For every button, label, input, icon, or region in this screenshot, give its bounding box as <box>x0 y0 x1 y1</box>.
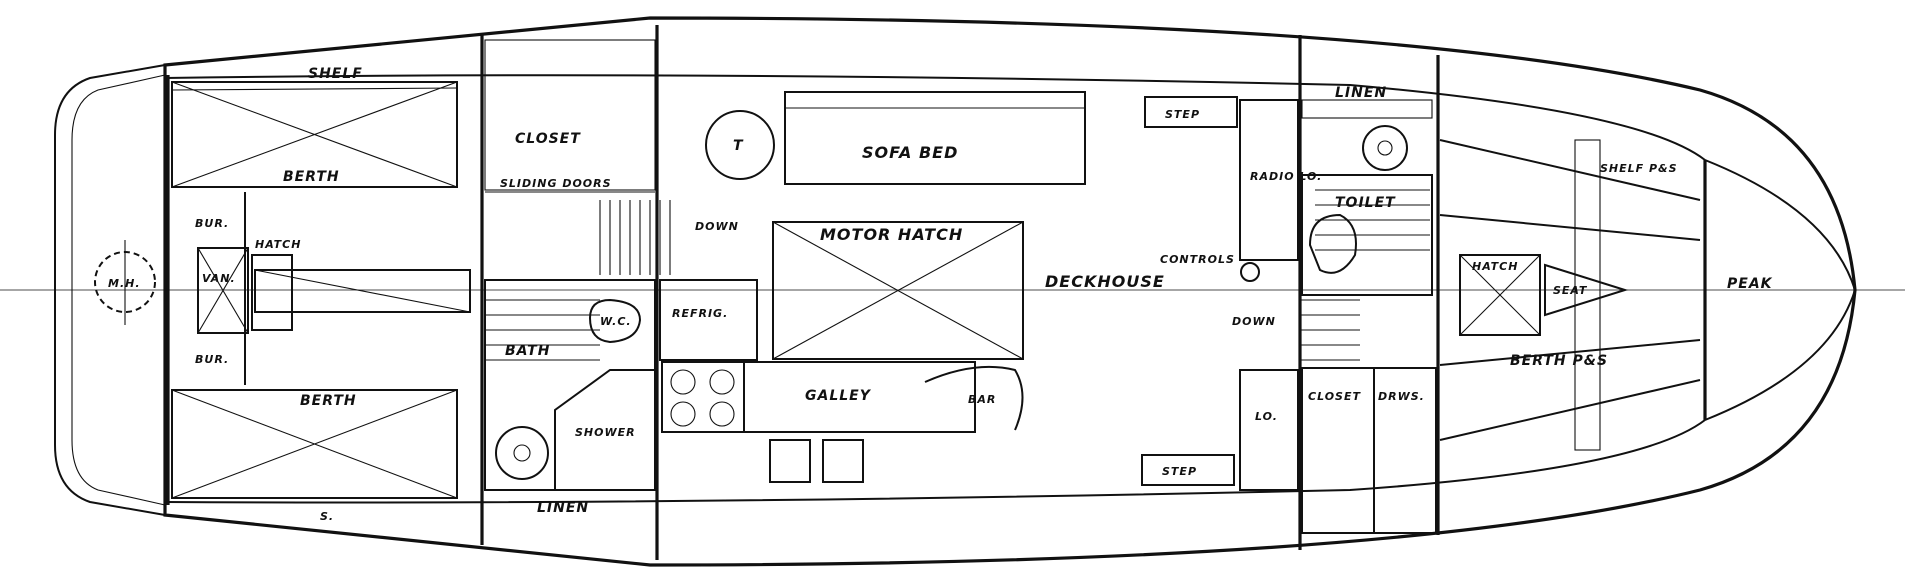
controls <box>1240 262 1260 282</box>
sofa-bed <box>784 91 1086 185</box>
table <box>705 110 775 180</box>
vanity-x2 <box>197 247 249 334</box>
label-berth-stbd: BERTH <box>300 393 357 409</box>
step-top <box>1144 96 1238 128</box>
hatch-fwd <box>1459 254 1541 336</box>
label-toilet: TOILET <box>1335 195 1396 211</box>
galley-sink-2 <box>822 439 864 483</box>
label-controls: CONTROLS <box>1160 253 1235 266</box>
label-refrig: REFRIG. <box>672 307 728 320</box>
inner-sheer-lower <box>164 419 1706 504</box>
transom-inner <box>71 74 166 506</box>
seat <box>1544 263 1629 317</box>
label-bur-bottom: BUR. <box>195 353 229 366</box>
burner-1 <box>670 369 696 395</box>
refrigerator <box>659 279 758 361</box>
aft-hatch-x <box>254 269 471 313</box>
label-step-bottom: STEP <box>1162 465 1197 478</box>
label-hatch-aft: HATCH <box>255 238 301 251</box>
label-van: VAN. <box>202 272 236 285</box>
galley-sink-1 <box>769 439 811 483</box>
stove <box>661 361 745 433</box>
toilet-sink <box>1362 125 1408 171</box>
transom <box>54 64 166 516</box>
berth-fwd-lower <box>1439 339 1701 441</box>
berth-port <box>171 81 458 188</box>
label-motor-hatch: MOTOR HATCH <box>820 225 963 244</box>
label-seat: SEAT <box>1553 284 1588 297</box>
hatch-aft <box>251 254 293 331</box>
wc-bowl <box>588 298 642 344</box>
label-sofa-bed: SOFA BED <box>862 143 958 162</box>
label-bur-top: BUR. <box>195 217 229 230</box>
berth-stbd <box>171 389 458 499</box>
label-down-aft: DOWN <box>695 220 739 233</box>
radio-lo <box>1239 99 1299 261</box>
toilet-sink-drain <box>1377 140 1393 156</box>
drawers <box>1373 367 1437 534</box>
label-bath: BATH <box>505 343 550 359</box>
burner-3 <box>670 401 696 427</box>
shelf-port-line <box>171 87 458 91</box>
label-shelf-port: SHELF <box>308 66 363 82</box>
vanity <box>197 247 249 334</box>
burner-4 <box>709 401 735 427</box>
label-lo: LO. <box>1255 410 1278 423</box>
label-bar: BAR <box>968 393 996 406</box>
berth-stbd-x2 <box>171 389 458 499</box>
bath-sink <box>495 426 549 480</box>
linen-fwd <box>1301 99 1433 119</box>
bow-inner <box>1704 159 1857 421</box>
label-peak: PEAK <box>1727 276 1773 292</box>
toilet-room <box>1301 174 1433 296</box>
label-linen-fwd: LINEN <box>1335 85 1387 101</box>
closet-aft <box>484 39 656 191</box>
bar <box>924 365 1024 431</box>
label-mh: M.H. <box>108 277 141 290</box>
bath-hatching <box>485 299 600 361</box>
label-step-top: STEP <box>1165 108 1200 121</box>
inner-sheer <box>164 74 1706 161</box>
berth-fwd-upper <box>1439 139 1701 241</box>
label-linen-aft: LINEN <box>537 500 589 516</box>
toilet-bowl <box>1308 213 1357 274</box>
label-shelf-ps: SHELF P&S <box>1600 162 1678 175</box>
label-closet-fwd: CLOSET <box>1308 390 1361 403</box>
motor-hatch-x2 <box>772 221 1024 360</box>
shower <box>554 369 656 490</box>
label-table: T <box>733 138 744 154</box>
label-deckhouse: DECKHOUSE <box>1045 272 1165 291</box>
label-down-fwd: DOWN <box>1232 315 1276 328</box>
step-bottom <box>1141 454 1235 486</box>
label-sliding-doors: SLIDING DOORS <box>500 177 612 190</box>
motor-hatch <box>772 221 1024 360</box>
label-closet-aft: CLOSET <box>515 131 581 147</box>
label-berth-ps: BERTH P&S <box>1510 353 1608 369</box>
label-hatch-fwd: HATCH <box>1472 260 1518 273</box>
galley-counter <box>744 361 976 433</box>
shelf-fwd <box>1574 139 1601 451</box>
toilet-hatching <box>1315 189 1430 251</box>
aft-hatch-box <box>254 269 471 313</box>
label-wc: W.C. <box>600 315 632 328</box>
bath-area <box>484 279 656 491</box>
hatch-fwd-x2 <box>1459 254 1541 336</box>
label-shower: SHOWER <box>575 426 636 439</box>
label-s: S. <box>320 510 334 523</box>
label-galley: GALLEY <box>805 388 872 404</box>
aft-stair <box>599 200 671 275</box>
lo-locker <box>1239 369 1299 491</box>
label-radio-lo: RADIO LO. <box>1250 170 1322 183</box>
bath-sink-drain <box>513 444 531 462</box>
fwd-stair <box>1300 299 1360 361</box>
burner-2 <box>709 369 735 395</box>
label-berth-port: BERTH <box>283 169 340 185</box>
label-drws: DRWS. <box>1378 390 1425 403</box>
berth-port-x2 <box>171 81 458 188</box>
